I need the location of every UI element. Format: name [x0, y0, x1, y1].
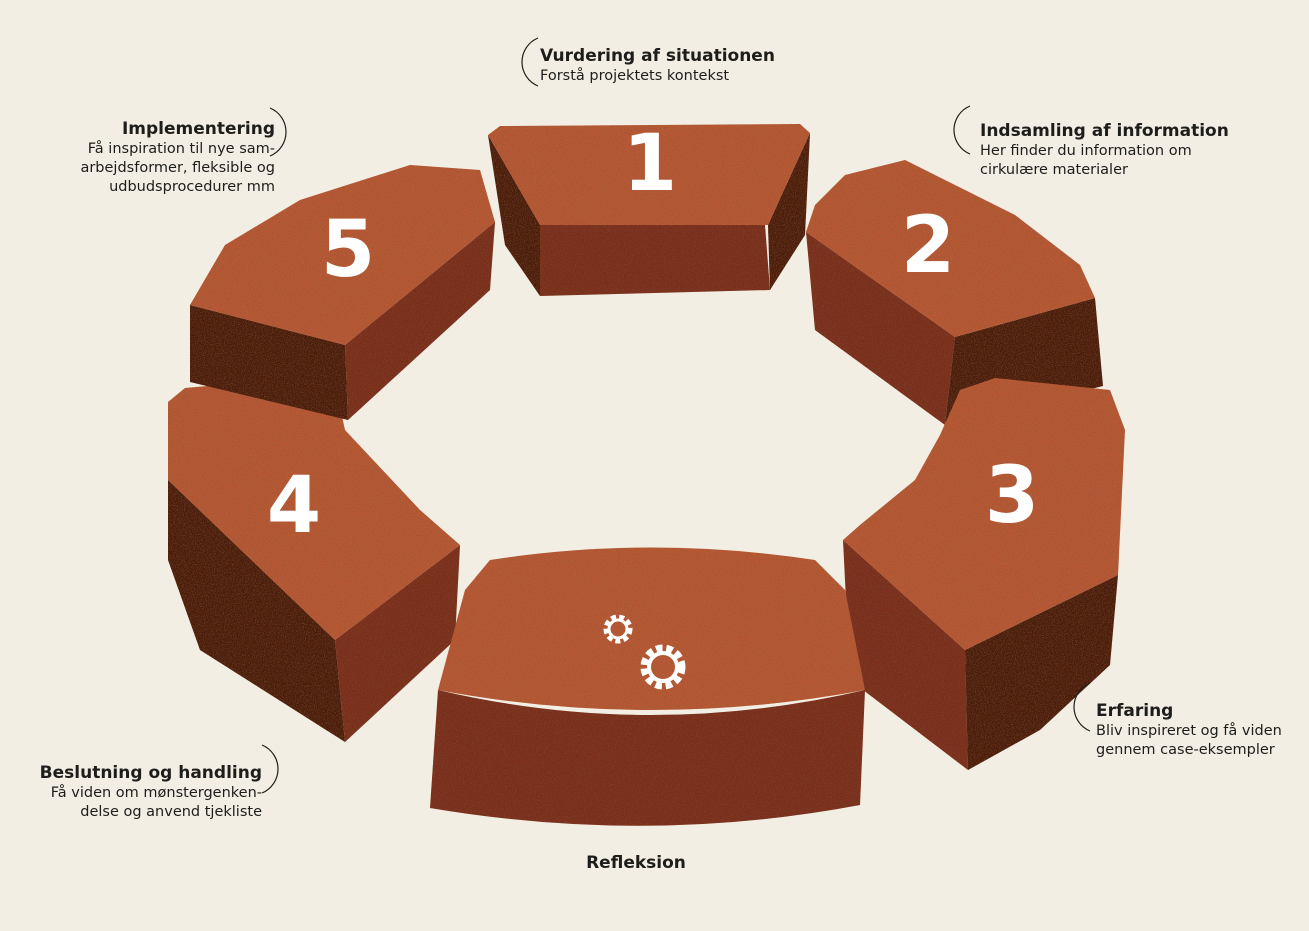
step-number-5: 5 — [321, 205, 375, 295]
step-3-desc-line-2: gennem case-eksempler — [1096, 741, 1275, 758]
step-3-label[interactable]: Erfaring Bliv inspireret og få viden gen… — [1096, 700, 1282, 760]
step-3-desc-line-1: Bliv inspireret og få viden — [1096, 723, 1282, 740]
step-5-desc-line-1: Få inspiration til nye sam- — [87, 141, 275, 158]
step-2-title: Indsamling af information — [980, 121, 1229, 141]
step-3-title: Erfaring — [1096, 701, 1174, 721]
step-4-title: Beslutning og handling — [39, 763, 262, 783]
gears-icon — [603, 614, 686, 690]
step-5-desc-line-2: arbejdsformer, fleksible og — [80, 159, 275, 176]
center-label[interactable]: Refleksion — [560, 852, 712, 874]
step-4-desc-line-1: Få viden om mønstergenken- — [50, 785, 262, 802]
step-4-label[interactable]: Beslutning og handling Få viden om mønst… — [40, 762, 262, 822]
step-5-label[interactable]: Implementering Få inspiration til nye sa… — [80, 118, 275, 197]
step-4-desc-line-2: delse og anvend tjekliste — [80, 803, 262, 820]
brick-4[interactable] — [168, 376, 460, 742]
step-5-title: Implementering — [121, 119, 275, 139]
step-number-4: 4 — [267, 461, 321, 551]
step-number-1: 1 — [623, 119, 677, 209]
step-1-label[interactable]: Vurdering af situationen Forstå projekte… — [540, 45, 775, 86]
step-2-desc-line-2: cirkulære materialer — [980, 161, 1128, 178]
step-2-label[interactable]: Indsamling af information Her finder du … — [980, 120, 1229, 180]
brick-5[interactable] — [190, 165, 495, 420]
step-1-title: Vurdering af situationen — [540, 46, 775, 66]
label-arcs — [261, 37, 1091, 794]
step-number-3: 3 — [985, 451, 1039, 541]
step-1-desc-line-1: Forstå projektets kontekst — [540, 68, 730, 85]
step-2-desc-line-1: Her finder du information om — [980, 143, 1192, 160]
center-title: Refleksion — [586, 853, 686, 873]
brick-3[interactable] — [843, 378, 1125, 770]
brick-center[interactable] — [430, 547, 865, 826]
step-number-2: 2 — [901, 201, 955, 291]
brick-1[interactable] — [488, 124, 810, 296]
step-5-desc-line-3: udbudsprocedurer mm — [109, 178, 275, 195]
